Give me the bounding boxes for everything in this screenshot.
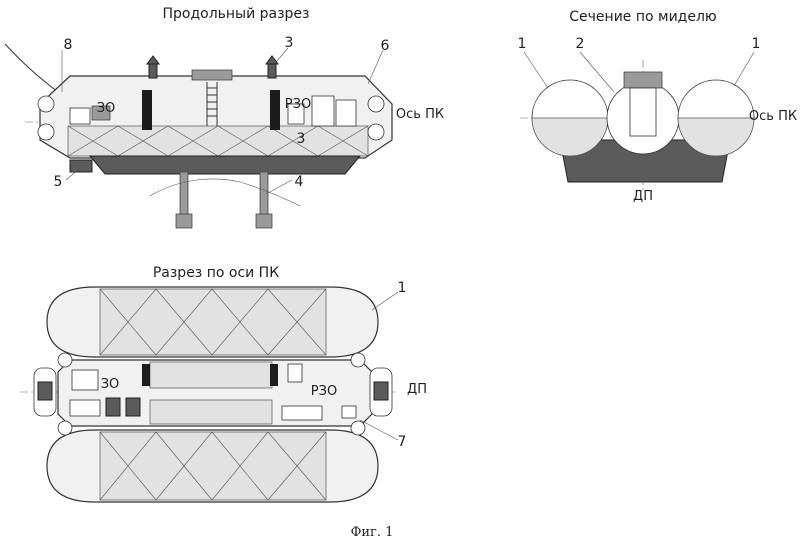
- pillar-right: [270, 90, 280, 130]
- fender-wheel-br: [367, 123, 385, 141]
- leader-6: [367, 49, 384, 85]
- pontoon-upper-hatch: [99, 288, 327, 356]
- tank-band-cross-hatch: [67, 125, 369, 157]
- support-legs: [149, 171, 301, 229]
- plan-cabinet-b: [125, 397, 141, 417]
- motor-5: [69, 159, 93, 173]
- label-m1-left: 1: [518, 36, 527, 52]
- label-rzo-top: РЗО: [285, 97, 311, 112]
- plan-equip-2: [69, 399, 101, 417]
- cabinet-1: [311, 95, 335, 127]
- equipment-left: [91, 105, 111, 121]
- title-midship: Сечение по миделю: [569, 9, 717, 25]
- fender-left-block: [37, 381, 53, 401]
- label-3-mid: 3: [297, 131, 306, 147]
- label-zo-plan: ЗО: [101, 377, 120, 392]
- label-8: 8: [64, 37, 73, 53]
- plan-cabinet-a: [105, 397, 121, 417]
- title-plan: Разрез по оси ПК: [153, 265, 279, 281]
- midship-base: [559, 139, 731, 183]
- label-3-top: 3: [285, 35, 294, 51]
- plan-equip-7: [341, 405, 357, 419]
- central-grid-lower: [149, 399, 273, 425]
- title-longitudinal: Продольный разрез: [162, 6, 309, 22]
- leader-p1: [371, 291, 399, 311]
- label-m2: 2: [576, 36, 585, 52]
- plan-wheel-tr: [350, 352, 366, 368]
- pontoon-lower-hatch: [99, 431, 327, 501]
- plan-equip-rzo: [281, 405, 323, 421]
- leader-p7: [359, 419, 399, 441]
- plan-wheel-tl: [57, 352, 73, 368]
- figure-caption: Фиг. 1: [351, 525, 394, 540]
- plan-pillar-right: [270, 364, 278, 386]
- label-p7: 7: [398, 434, 407, 450]
- fender-wheel-bl: [37, 123, 55, 141]
- plan-equip-1: [71, 369, 99, 391]
- top-mast-left: [146, 55, 160, 79]
- leader-5: [65, 167, 81, 181]
- bottom-pontoon: [88, 155, 362, 175]
- plan-wheel-br: [350, 420, 366, 436]
- label-p1: 1: [398, 280, 407, 296]
- center-shaft: [629, 87, 657, 137]
- label-4: 4: [295, 174, 304, 190]
- leader-m2: [579, 51, 615, 93]
- central-grid-upper: [149, 361, 273, 389]
- cabinet-2: [335, 99, 357, 127]
- longitudinal-section: 8 3 6 3 5 4 ЗО РЗО Ось ПК: [4, 35, 444, 229]
- top-mast-right: [265, 55, 279, 79]
- deckhouse: [191, 69, 233, 81]
- label-5: 5: [54, 174, 63, 190]
- fender-right-block: [373, 381, 389, 401]
- label-axis-pk-mid: Ось ПК: [749, 109, 797, 124]
- label-m1-right: 1: [752, 36, 761, 52]
- midship-section: 1 2 1 Ось ПК ДП: [518, 36, 798, 204]
- leader-m1a: [523, 51, 549, 89]
- tank-band: [67, 125, 369, 157]
- cylinder-right-fill: [677, 117, 755, 157]
- label-axis-pk-top: Ось ПК: [396, 107, 444, 122]
- cabinet-3: [287, 103, 305, 125]
- label-rzo-plan: РЗО: [311, 384, 337, 399]
- cable-line: [4, 43, 63, 96]
- label-6: 6: [381, 38, 390, 54]
- leader-3a: [275, 47, 289, 63]
- plan-section: 1 7 ЗО РЗО ДП: [20, 280, 427, 503]
- plan-pillar-left: [142, 364, 150, 386]
- cylinder-left-fill: [531, 117, 609, 157]
- center-hatch: [623, 71, 663, 89]
- leader-4: [265, 179, 293, 195]
- ladder: [206, 82, 218, 126]
- pontoon-upper-grid: [99, 288, 327, 356]
- leader-m1b: [733, 51, 755, 87]
- fender-wheel-tl: [37, 95, 55, 113]
- pontoon-lower-grid: [99, 431, 327, 501]
- label-dp-mid: ДП: [633, 189, 653, 204]
- plan-cabinet-c: [287, 363, 303, 383]
- label-zo-top: ЗО: [97, 101, 116, 116]
- plan-wheel-bl: [57, 420, 73, 436]
- equipment-left-frame: [69, 107, 91, 125]
- label-dp-plan: ДП: [407, 382, 427, 397]
- pillar-left: [142, 90, 152, 130]
- fender-wheel-tr: [367, 95, 385, 113]
